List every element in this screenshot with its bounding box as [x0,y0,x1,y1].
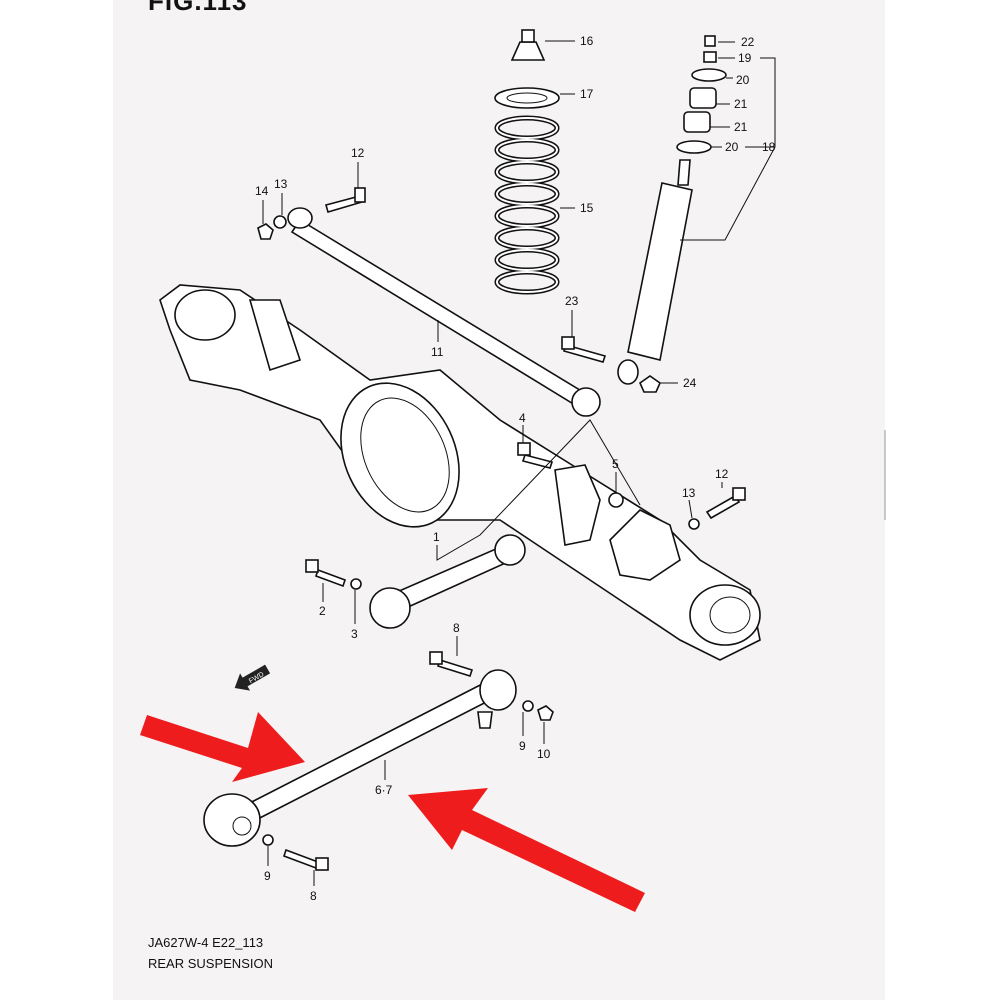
callout-1: 1 [433,530,440,544]
callout-5: 5 [612,457,619,471]
callout-20b: 20 [725,140,739,154]
callout-4: 4 [519,411,526,425]
callout-22: 22 [741,35,755,49]
callout-16: 16 [580,34,594,48]
callout-21b: 21 [734,120,748,134]
callout-18: 18 [762,140,776,154]
fwd-arrow: FWD [234,664,271,691]
coil-spring [494,29,560,295]
callout-8: 8 [453,621,460,635]
lateral-rod [257,187,607,417]
shock-absorber [617,35,727,393]
callout-9: 9 [519,739,526,753]
callout-15: 15 [580,201,594,215]
red-arrow-left [140,712,305,782]
leader-lines [262,40,776,886]
diagram-caption: REAR SUSPENSION [148,956,273,971]
callout-8b: 8 [310,889,317,903]
callout-13b: 13 [682,486,696,500]
callout-21: 21 [734,97,748,111]
callout-3: 3 [351,627,358,641]
callout-6-7: 6·7 [375,783,393,797]
callout-2: 2 [319,604,326,618]
callout-17: 17 [580,87,594,101]
callout-24: 24 [683,376,697,390]
lower-control-arm [203,651,554,871]
callout-11: 11 [431,345,444,359]
callout-10: 10 [537,747,551,761]
axle-housing [159,284,761,661]
figure-title: FIG.113 [148,0,248,16]
callout-14: 14 [255,184,269,198]
upper-control-arm [305,442,746,629]
callout-12: 12 [351,146,365,160]
callout-labels: 16 17 15 22 19 20 21 21 20 18 12 14 13 1… [255,34,776,903]
diagram-code: JA627W-4 E22_113 [148,935,264,950]
red-arrow-right [408,788,645,912]
callout-9b: 9 [264,869,271,883]
callout-20: 20 [736,73,750,87]
callout-19: 19 [738,51,752,65]
callout-23: 23 [565,294,579,308]
callout-13: 13 [274,177,288,191]
callout-12b: 12 [715,467,729,481]
